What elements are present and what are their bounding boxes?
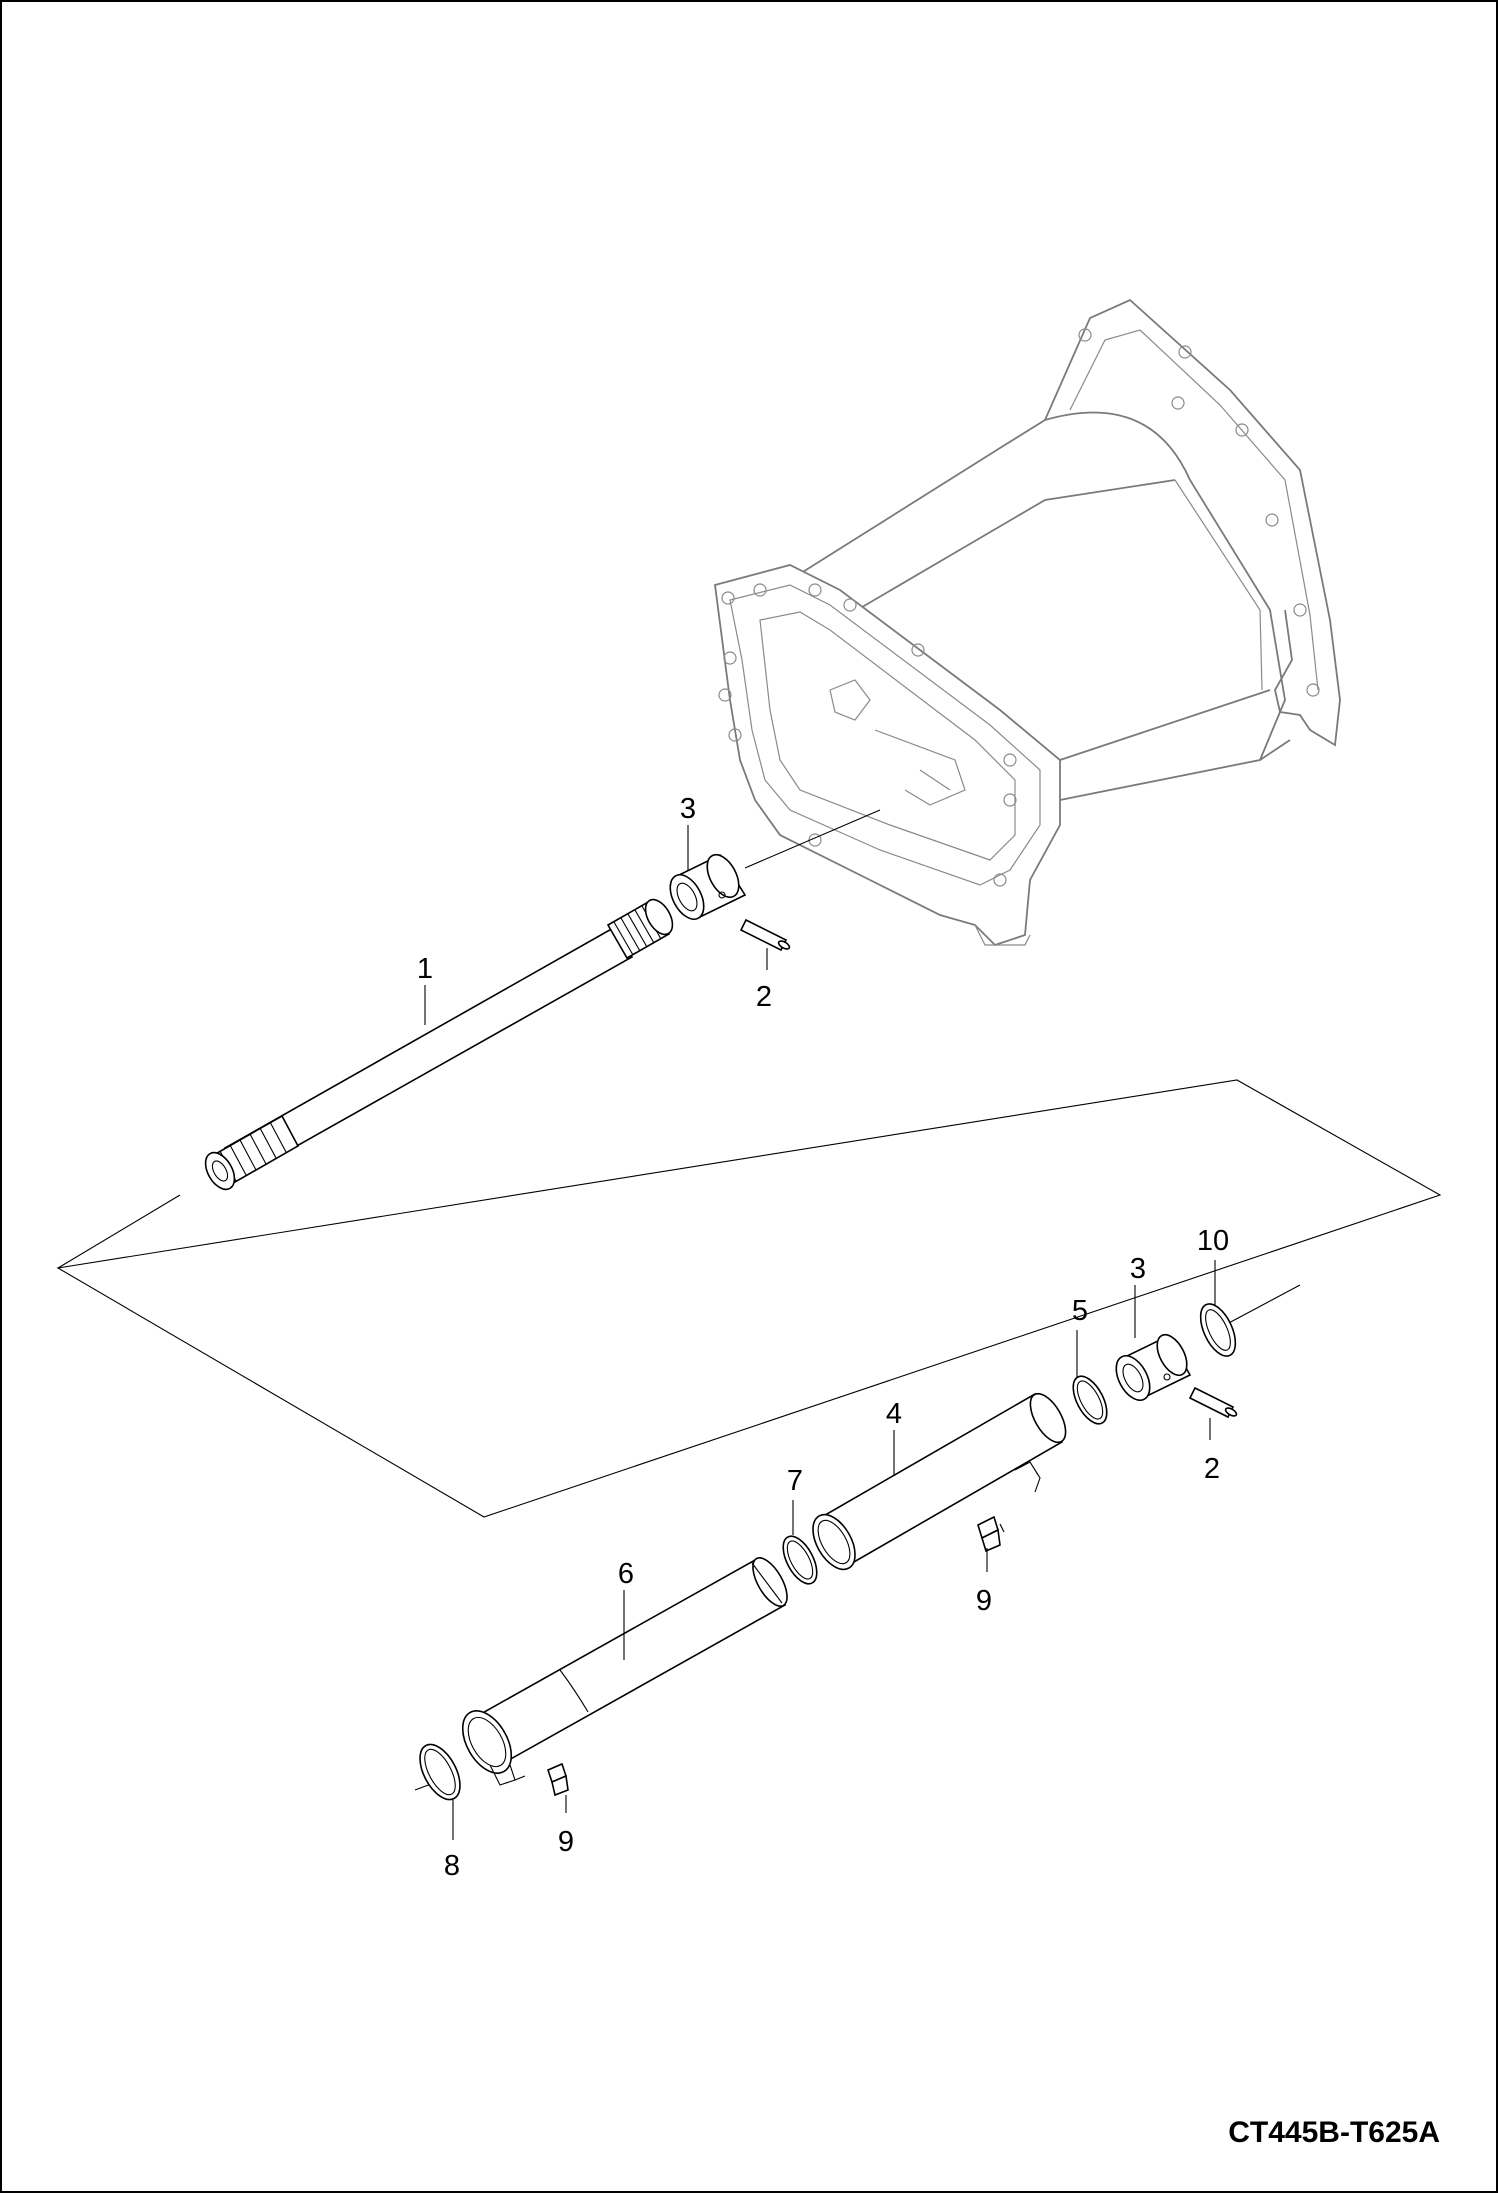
callout-fitting-rear: 9 <box>558 1826 574 1858</box>
o-ring-7 <box>782 1535 818 1585</box>
callout-o-ring-5: 5 <box>1072 1295 1088 1327</box>
coupler-upper <box>669 853 747 920</box>
callout-o-ring-8: 8 <box>444 1850 460 1882</box>
drive-shaft <box>204 898 674 1191</box>
callout-o-ring-7: 7 <box>787 1465 803 1497</box>
callout-leaders <box>424 825 1216 1840</box>
callout-pin-lower: 2 <box>1204 1453 1220 1485</box>
fitting-rear <box>547 1762 569 1797</box>
callout-tube-front: 4 <box>886 1398 902 1430</box>
drawing-code: CT445B-T625A <box>1228 2116 1440 2149</box>
o-ring-8 <box>419 1743 461 1801</box>
pin-upper <box>739 918 791 952</box>
callout-fitting-front: 9 <box>976 1585 992 1617</box>
callout-coupler-upper: 3 <box>680 793 696 825</box>
callout-coupler-lower: 3 <box>1130 1253 1146 1285</box>
assembly-centerline-upper <box>744 809 881 869</box>
reference-plane <box>56 1079 1442 1518</box>
fitting-front <box>977 1515 1005 1553</box>
o-ring-5 <box>1072 1375 1108 1425</box>
transmission-housing <box>714 298 1341 947</box>
coupler-lower <box>1115 1333 1192 1401</box>
callout-pin-upper: 2 <box>756 981 772 1013</box>
pin-lower <box>1188 1386 1238 1419</box>
tube-rear <box>461 1557 788 1786</box>
callout-tube-rear: 6 <box>618 1558 634 1590</box>
assembly-centerline-lower <box>1224 1284 1301 1326</box>
assembly-centerline-upper-front <box>57 1194 181 1269</box>
snap-ring <box>1199 1303 1237 1357</box>
callout-snap-ring: 10 <box>1197 1225 1229 1257</box>
tube-front <box>812 1392 1067 1571</box>
callout-shaft: 1 <box>417 953 433 985</box>
